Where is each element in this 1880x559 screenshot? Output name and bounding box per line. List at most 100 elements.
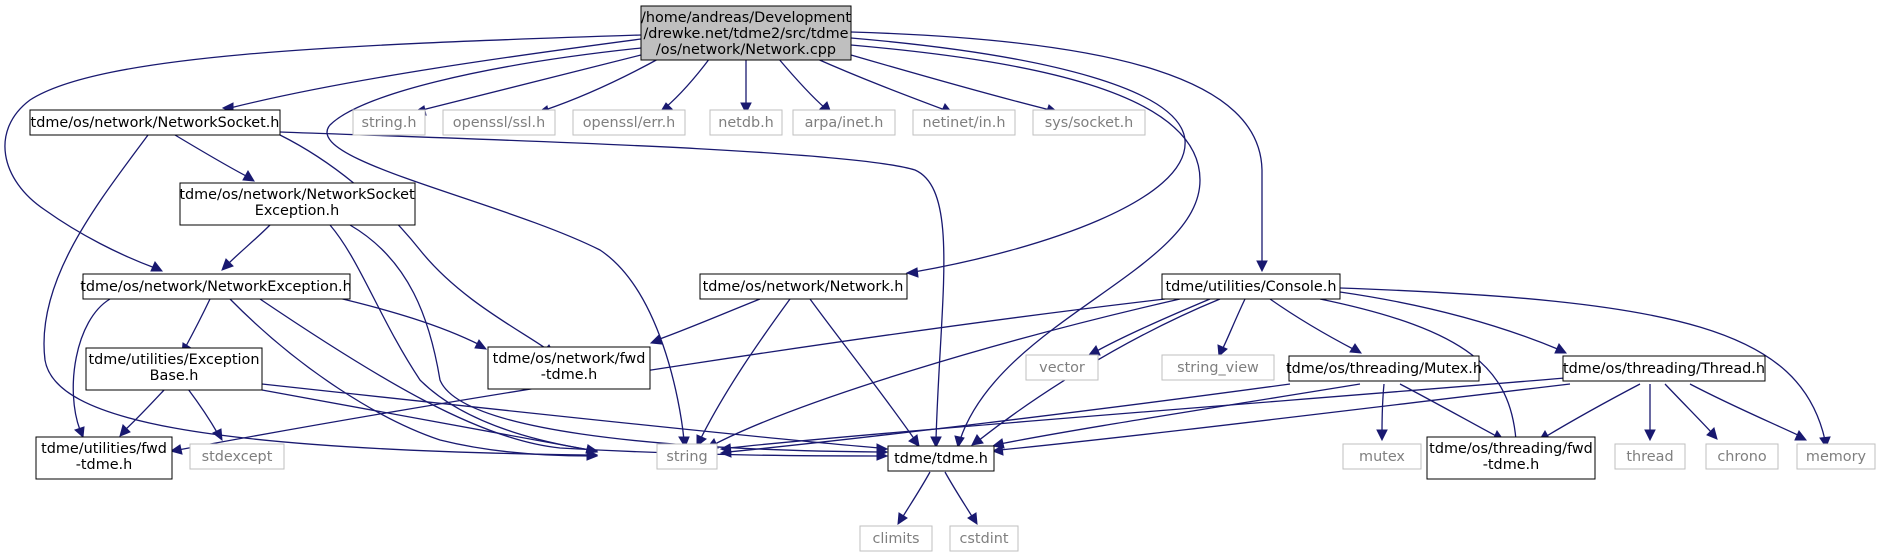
- node-utilities-fwd-h[interactable]: tdme/utilities/fwd -tdme.h: [35, 436, 173, 480]
- edge-root-to-sys-socket: [850, 54, 1059, 115]
- edge-mutex-h-to-mutex: [1376, 383, 1388, 442]
- edge-root-to-string: [326, 47, 690, 449]
- edge-networkexception-to-tdme-h: [259, 298, 889, 461]
- node-thread-h[interactable]: tdme/os/threading/Thread.h: [1562, 355, 1766, 382]
- edge-mutex-h-to-string: [719, 383, 1291, 458]
- edge-exceptionbase-to-tdme-h: [261, 383, 889, 454]
- edge-root-to-tdme-h: [850, 44, 1201, 449]
- node-utilities-fwd-h-line2: -tdme.h: [76, 457, 133, 473]
- edge-mutex-h-to-threading-fwd: [1399, 383, 1506, 442]
- node-network-cpp-line2: /drewke.net/tdme2/src/tdme: [643, 26, 848, 42]
- edge-console-to-string: [705, 298, 1181, 449]
- edge-tdme-h-to-cstdint: [944, 471, 978, 525]
- node-string-h: string.h: [352, 109, 426, 136]
- edge-networkexception-to-string: [229, 298, 599, 461]
- edge-root-to-openssl-ssl: [536, 57, 661, 116]
- node-network-cpp-line3: /os/network/Network.cpp: [656, 42, 836, 58]
- node-networksocketexception-h-line2: Exception.h: [255, 203, 340, 219]
- node-climits-label: climits: [872, 531, 919, 547]
- node-thread: thread: [1614, 443, 1686, 470]
- node-exceptionbase-h-line1: tdme/utilities/Exception: [89, 352, 260, 368]
- node-console-h[interactable]: tdme/utilities/Console.h: [1161, 273, 1341, 300]
- edge-network-h-to-string: [696, 298, 791, 448]
- node-networksocket-h[interactable]: tdme/os/network/NetworkSocket.h: [29, 109, 281, 136]
- node-vector: vector: [1025, 354, 1099, 381]
- node-netinet-in-h-label: netinet/in.h: [923, 115, 1006, 131]
- edge-networksocket-to-network-fwd: [279, 134, 555, 355]
- node-thread-h-label: tdme/os/threading/Thread.h: [1563, 361, 1765, 377]
- node-openssl-err-h-label: openssl/err.h: [583, 115, 676, 131]
- node-cstdint: cstdint: [949, 525, 1019, 552]
- edge-console-to-mutex-h: [1269, 298, 1362, 354]
- node-memory: memory: [1796, 443, 1876, 470]
- node-network-h[interactable]: tdme/os/network/Network.h: [699, 273, 908, 300]
- edge-thread-h-to-memory: [1689, 383, 1808, 441]
- node-openssl-ssl-h: openssl/ssl.h: [442, 109, 556, 136]
- edge-thread-h-to-threading-fwd: [1538, 383, 1641, 442]
- node-netinet-in-h: netinet/in.h: [912, 109, 1016, 136]
- node-tdme-h-label: tdme/tdme.h: [894, 451, 988, 467]
- edge-networkexception-to-exceptionbase: [181, 298, 211, 355]
- node-network-cpp[interactable]: /home/andreas/Development /drewke.net/td…: [640, 5, 852, 61]
- node-network-fwd-h-line2: -tdme.h: [541, 367, 598, 383]
- node-mutex-h-label: tdme/os/threading/Mutex.h: [1286, 361, 1482, 377]
- edge-network-h-to-network-fwd: [649, 298, 761, 345]
- node-mutex-h[interactable]: tdme/os/threading/Mutex.h: [1286, 355, 1482, 382]
- node-sys-socket-h-label: sys/socket.h: [1045, 115, 1134, 131]
- node-openssl-err-h: openssl/err.h: [572, 109, 686, 136]
- edge-thread-h-to-string: [719, 377, 1566, 454]
- node-threading-fwd-h-line2: -tdme.h: [1483, 457, 1540, 473]
- edge-thread-h-to-thread: [1644, 384, 1656, 442]
- node-memory-label: memory: [1806, 449, 1867, 465]
- node-netdb-h-label: netdb.h: [718, 115, 774, 131]
- node-stdexcept: stdexcept: [189, 443, 285, 470]
- node-string: string: [656, 443, 718, 470]
- node-threading-fwd-h[interactable]: tdme/os/threading/fwd -tdme.h: [1426, 436, 1596, 480]
- edge-exceptionbase-to-string: [261, 389, 599, 454]
- edge-root-to-arpa-inet: [777, 57, 832, 114]
- node-chrono-label: chrono: [1717, 449, 1767, 465]
- node-networksocket-h-label: tdme/os/network/NetworkSocket.h: [31, 115, 280, 131]
- node-networksocketexception-h[interactable]: tdme/os/network/NetworkSocket Exception.…: [179, 182, 416, 226]
- node-console-h-label: tdme/utilities/Console.h: [1166, 279, 1337, 295]
- node-mutex-label: mutex: [1359, 449, 1405, 465]
- node-network-fwd-h-line1: tdme/os/network/fwd: [493, 351, 646, 367]
- node-sys-socket-h: sys/socket.h: [1032, 109, 1146, 136]
- node-string-view: string_view: [1161, 354, 1275, 381]
- edge-mutex-h-to-tdme-h: [991, 383, 1361, 449]
- node-openssl-ssl-h-label: openssl/ssl.h: [453, 115, 545, 131]
- edge-networksocket-to-networksocketexception: [174, 134, 255, 182]
- node-arpa-inet-h: arpa/inet.h: [792, 109, 896, 136]
- edge-tdme-h-to-climits: [897, 471, 931, 525]
- node-netdb-h: netdb.h: [709, 109, 783, 136]
- edge-root-to-netdb: [740, 58, 752, 115]
- node-network-cpp-line1: /home/andreas/Development: [641, 10, 851, 26]
- node-network-fwd-h[interactable]: tdme/os/network/fwd -tdme.h: [487, 346, 651, 390]
- edge-root-to-console-h: [850, 31, 1268, 273]
- edge-network-h-to-tdme-h: [809, 298, 920, 447]
- edge-exceptionbase-to-utilities-fwd: [119, 388, 166, 437]
- edge-networksocketexception-to-networkexception: [221, 224, 271, 271]
- edge-networkexception-to-utilities-fwd: [72, 298, 111, 439]
- node-stdexcept-label: stdexcept: [202, 449, 273, 465]
- edge-root-to-openssl-err: [658, 57, 711, 114]
- node-mutex: mutex: [1342, 443, 1422, 470]
- node-string-label: string: [666, 449, 707, 465]
- node-arpa-inet-h-label: arpa/inet.h: [805, 115, 884, 131]
- edge-root-to-netinet-in: [814, 57, 954, 114]
- node-network-h-label: tdme/os/network/Network.h: [703, 279, 904, 295]
- node-chrono: chrono: [1705, 443, 1779, 470]
- edge-root-to-networkexception: [4, 34, 642, 272]
- node-vector-label: vector: [1039, 360, 1085, 376]
- edge-exceptionbase-to-stdexcept: [187, 388, 223, 442]
- node-networkexception-h[interactable]: tdme/os/network/NetworkException.h: [80, 273, 352, 300]
- edge-root-to-network-h: [850, 37, 1186, 278]
- node-exceptionbase-h[interactable]: tdme/utilities/Exception Base.h: [85, 347, 263, 391]
- node-exceptionbase-h-line2: Base.h: [150, 368, 199, 384]
- node-tdme-h[interactable]: tdme/tdme.h: [887, 445, 995, 472]
- node-networkexception-h-label: tdme/os/network/NetworkException.h: [80, 279, 352, 295]
- edge-console-to-memory: [1339, 287, 1831, 449]
- node-networksocketexception-h-line1: tdme/os/network/NetworkSocket: [179, 187, 415, 203]
- node-string-h-label: string.h: [361, 115, 416, 131]
